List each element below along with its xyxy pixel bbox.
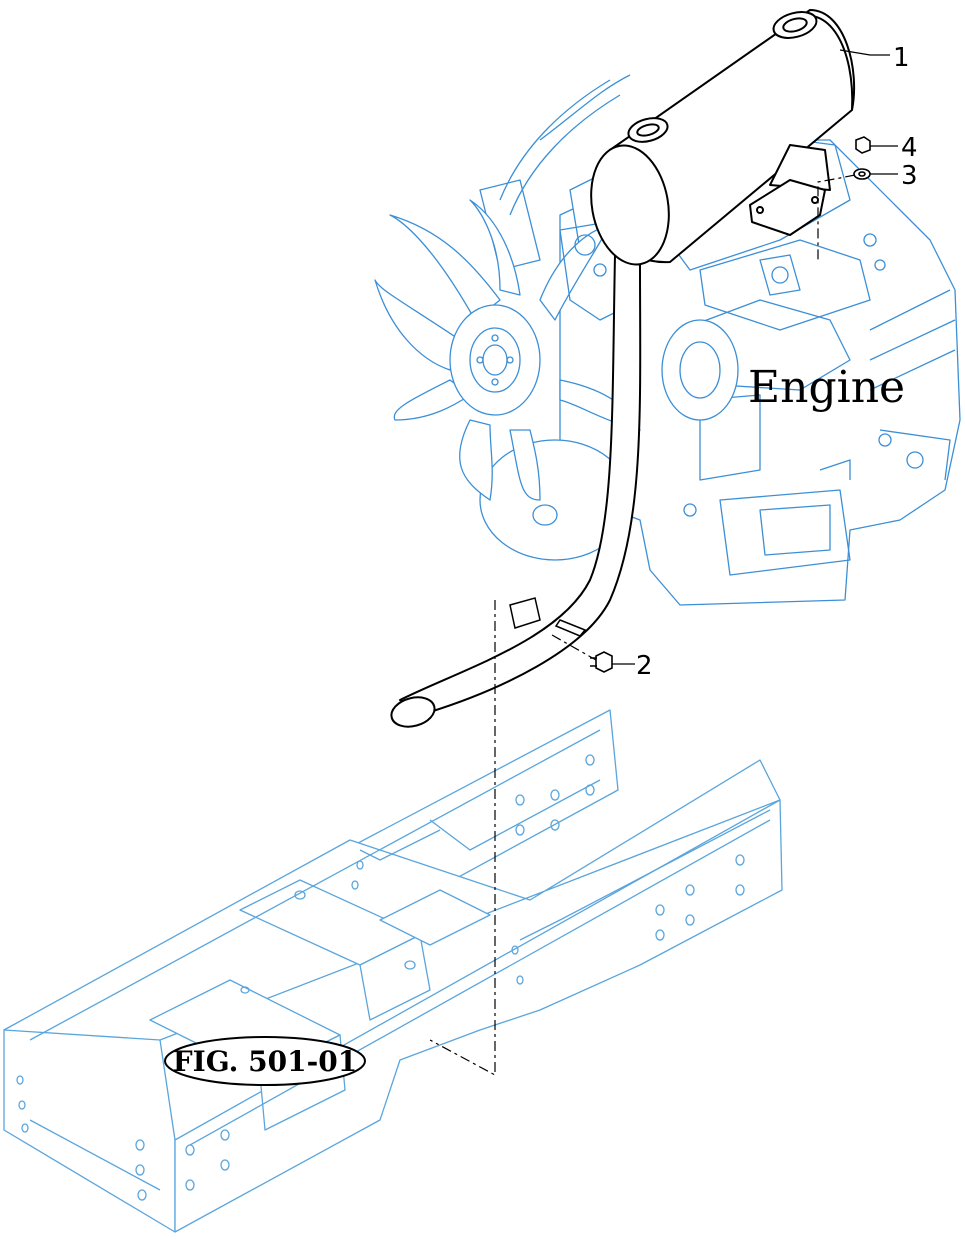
figure-reference[interactable]: FIG. 501-01 [164,1036,366,1086]
bolt [590,651,613,673]
leader-1 [839,49,890,56]
figure-reference-text: FIG. 501-01 [173,1045,357,1078]
engine-label: Engine [748,362,905,413]
exhaust-pipe [390,254,642,728]
assembly-lines [429,174,856,1077]
chassis-frame [3,709,783,1233]
muffler [590,9,856,266]
nut [855,136,871,154]
callout-2: 2 [636,651,653,681]
callout-leaders [612,49,898,665]
callout-4: 4 [901,133,918,163]
callout-1: 1 [893,43,910,73]
pipe-clamp [509,597,587,637]
washer [853,168,871,180]
callout-3: 3 [901,161,918,191]
